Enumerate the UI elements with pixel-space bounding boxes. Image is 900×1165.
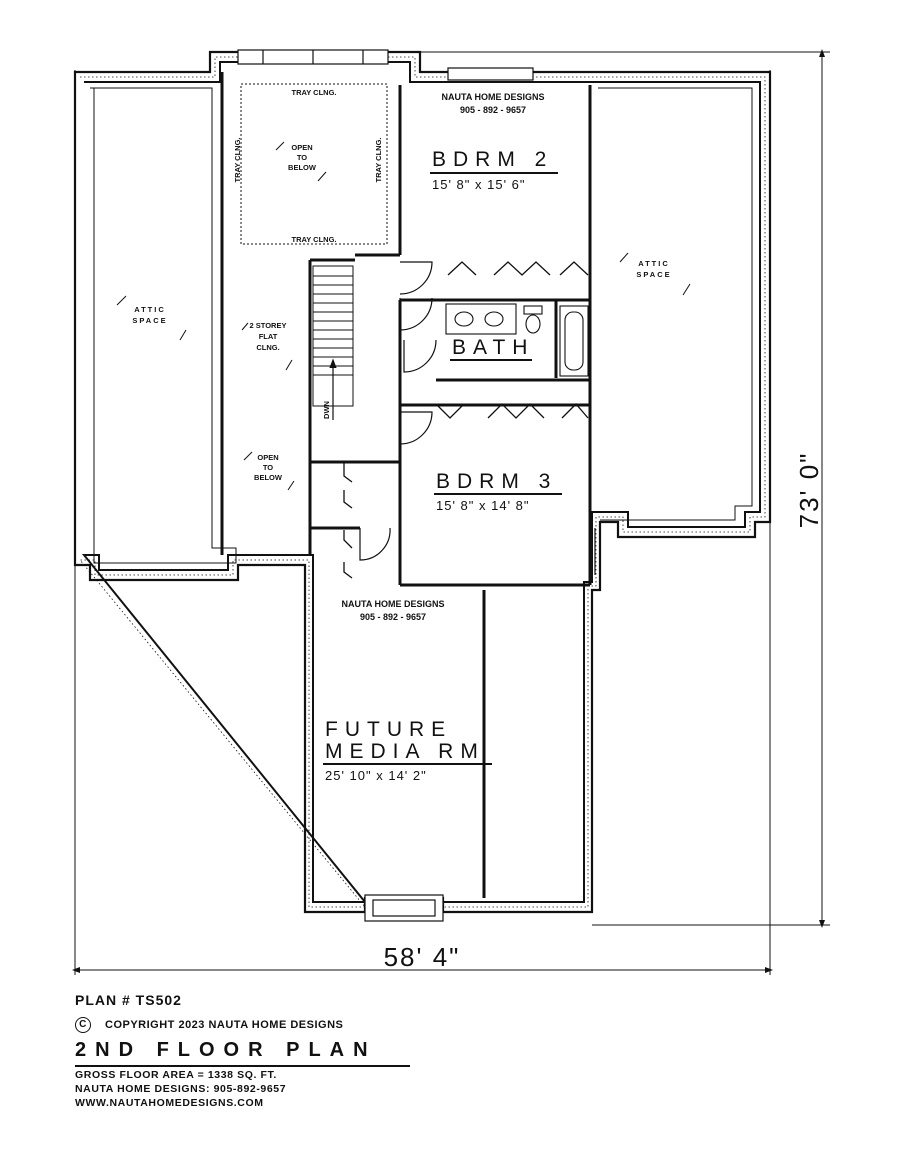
flat-ceiling-line3: CLNG. bbox=[256, 343, 279, 352]
open-below-top-line1: OPEN bbox=[291, 143, 312, 152]
exterior-wall bbox=[73, 50, 772, 914]
note-arrows bbox=[116, 141, 691, 491]
door-swings bbox=[359, 261, 596, 575]
overall-width-dimension: 58' 4" bbox=[384, 942, 461, 972]
stair-label: DWN bbox=[322, 401, 331, 419]
room-dims-bdrm2: 15' 8" x 15' 6" bbox=[432, 177, 526, 192]
drawing-labels: NAUTA HOME DESIGNS 905 - 892 - 9657 BDRM… bbox=[132, 88, 824, 972]
attic-right-line2: SPACE bbox=[636, 270, 671, 279]
dimension-lines bbox=[72, 49, 830, 975]
overall-depth-dimension: 73' 0" bbox=[794, 452, 824, 529]
room-dims-media: 25' 10" x 14' 2" bbox=[325, 768, 427, 783]
attic-left-line1: ATTIC bbox=[134, 305, 166, 314]
flat-ceiling-line2: FLAT bbox=[259, 332, 278, 341]
closet-doors bbox=[343, 261, 589, 579]
open-below-top-line2: TO bbox=[297, 153, 307, 162]
flat-ceiling-line1: 2 STOREY bbox=[250, 321, 287, 330]
attic-knee-walls bbox=[90, 87, 753, 564]
open-below-bottom-line2: TO bbox=[263, 463, 273, 472]
attic-right-line1: ATTIC bbox=[638, 259, 670, 268]
top-windows bbox=[237, 49, 534, 922]
open-below-top-line3: BELOW bbox=[288, 163, 317, 172]
tray-ceiling-top: TRAY CLNG. bbox=[291, 88, 336, 97]
copyright-symbol-icon: C bbox=[75, 1017, 91, 1033]
open-below-bottom-line1: OPEN bbox=[257, 453, 278, 462]
tray-ceiling-right: TRAY CLNG. bbox=[374, 137, 383, 182]
bath-fixtures bbox=[445, 303, 589, 377]
watermark-mid-line1: NAUTA HOME DESIGNS bbox=[341, 599, 444, 609]
tray-ceiling-bottom: TRAY CLNG. bbox=[291, 235, 336, 244]
plan-number: PLAN # TS502 bbox=[75, 992, 182, 1008]
watermark-top-line1: NAUTA HOME DESIGNS bbox=[441, 92, 544, 102]
watermark-top-line2: 905 - 892 - 9657 bbox=[460, 105, 526, 115]
drawing-title: 2ND FLOOR PLAN bbox=[75, 1039, 410, 1067]
copyright-line: C COPYRIGHT 2023 NAUTA HOME DESIGNS bbox=[75, 1017, 495, 1033]
attic-left-line2: SPACE bbox=[132, 316, 167, 325]
watermark-mid-line2: 905 - 892 - 9657 bbox=[360, 612, 426, 622]
staircase bbox=[312, 265, 354, 420]
room-label-media-line2: MEDIA RM bbox=[325, 740, 485, 763]
room-dims-bdrm3: 15' 8" x 14' 8" bbox=[436, 498, 530, 513]
tray-ceiling-left: TRAY CLNG. bbox=[233, 137, 242, 182]
room-label-bdrm3: BDRM 3 bbox=[436, 470, 557, 493]
open-below-bottom-line3: BELOW bbox=[254, 473, 283, 482]
interior-walls bbox=[220, 72, 592, 898]
title-block: PLAN # TS502 C COPYRIGHT 2023 NAUTA HOME… bbox=[75, 992, 495, 1109]
gross-floor-area: GROSS FLOOR AREA = 1338 SQ. FT. bbox=[75, 1069, 277, 1081]
room-label-media-line1: FUTURE bbox=[325, 718, 452, 741]
room-label-bath: BATH bbox=[452, 336, 534, 359]
room-label-bdrm2: BDRM 2 bbox=[432, 148, 553, 171]
designer-website: WWW.NAUTAHOMEDESIGNS.COM bbox=[75, 1097, 264, 1109]
designer-phone: NAUTA HOME DESIGNS: 905-892-9657 bbox=[75, 1083, 287, 1095]
tray-ceiling-outline bbox=[240, 83, 388, 245]
copyright-text: COPYRIGHT 2023 NAUTA HOME DESIGNS bbox=[105, 1019, 344, 1031]
